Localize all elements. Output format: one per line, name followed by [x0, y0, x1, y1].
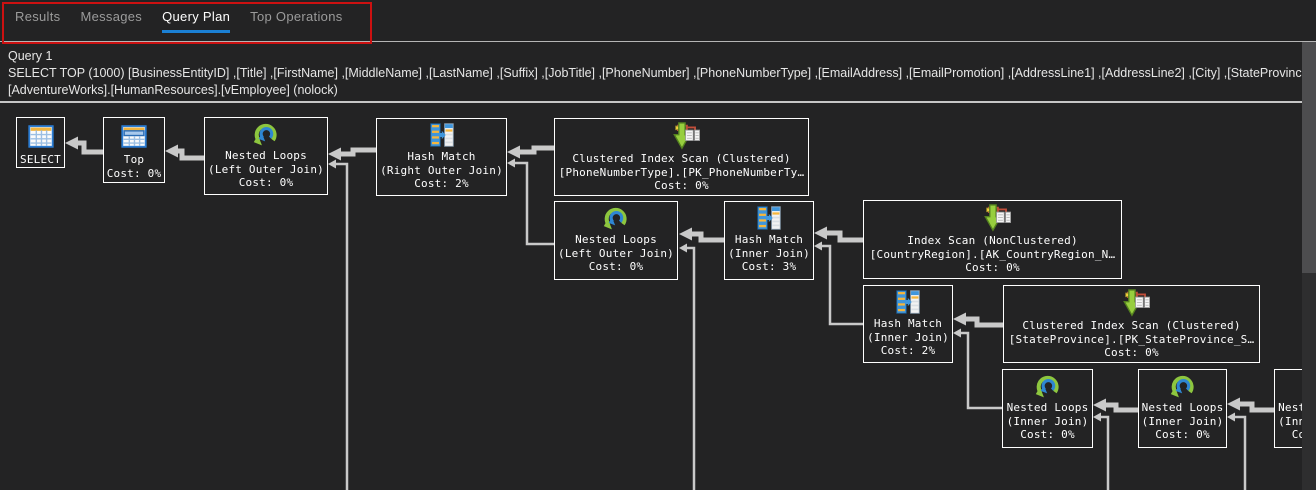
plan-node-hash-match-2[interactable]: Hash Match(Inner Join)Cost: 3%: [724, 201, 814, 280]
hash-match-icon: [894, 289, 922, 315]
plan-node-label: [PhoneNumberType].[PK_PhoneNumberTy…: [558, 165, 805, 179]
tab-messages[interactable]: Messages: [80, 9, 143, 24]
plan-node-label: (Inner Join): [1006, 414, 1089, 428]
nested-loops-icon: [1035, 373, 1061, 399]
plan-node-label: [CountryRegion].[AK_CountryRegion_N…: [869, 247, 1116, 261]
plan-node-label: Cost: 2%: [880, 344, 936, 357]
nested-loops-icon: [1170, 373, 1196, 399]
plan-node-label: Hash Match: [873, 317, 943, 330]
plan-node-label: Cost: 0%: [965, 261, 1020, 274]
plan-node-label: Cost: 0%: [1104, 346, 1159, 359]
plan-node-label: (Inner Join): [1141, 414, 1224, 428]
plan-node-label: (Left Outer Join): [558, 246, 674, 260]
plan-node-label: Nested Loops: [575, 233, 657, 246]
plan-node-label: Cost: 0%: [1020, 428, 1075, 441]
plan-node-label: (Left Outer Join): [208, 162, 324, 176]
plan-node-label: Index Scan (NonClustered): [907, 234, 1078, 247]
plan-node-label: Cost: 0%: [238, 176, 294, 189]
hash-match-icon: [428, 122, 456, 148]
plan-node-clustered-index-scan-2[interactable]: Clustered Index Scan (Clustered)[StatePr…: [1003, 285, 1260, 363]
plan-node-label: Cost: 3%: [741, 260, 797, 273]
plan-node-label: Cost: 0%: [654, 179, 709, 192]
plan-node-label: (Right Outer Join): [380, 163, 503, 177]
plan-node-hash-match-1[interactable]: Hash Match(Right Outer Join)Cost: 2%: [376, 118, 507, 196]
tab-query-plan[interactable]: Query Plan: [162, 9, 231, 33]
query-header: Query 1 SELECT TOP (1000) [BusinessEntit…: [0, 42, 1302, 103]
tab-results[interactable]: Results: [15, 9, 61, 24]
plan-node-select[interactable]: SELECT: [16, 117, 65, 168]
plan-node-label: Cost: 0%: [106, 166, 162, 180]
plan-node-label: (Inner Join): [867, 330, 949, 344]
plan-node-label: Cost: 0%: [588, 260, 644, 273]
tab-top-operations[interactable]: Top Operations: [250, 9, 343, 24]
plan-node-label: Nested Loops: [1006, 401, 1089, 414]
plan-node-label: Nested Loops: [1141, 401, 1224, 414]
plan-node-label: Clustered Index Scan (Clustered): [1022, 319, 1241, 332]
query-sql-line: SELECT TOP (1000) [BusinessEntityID] ,[T…: [8, 66, 1302, 80]
plan-node-nested-loops-1[interactable]: Nested Loops(Left Outer Join)Cost: 0%: [204, 117, 328, 195]
plan-node-nested-loops-4[interactable]: Nested Loops(Inner Join)Cost: 0%: [1138, 369, 1227, 448]
hash-match-icon: [755, 205, 783, 231]
plan-node-nested-loops-2[interactable]: Nested Loops(Left Outer Join)Cost: 0%: [554, 201, 678, 280]
index-scan-icon: [974, 204, 1011, 232]
result-table-icon: [26, 121, 56, 151]
index-scan-icon: [1113, 289, 1150, 317]
plan-node-label: Hash Match: [407, 150, 476, 163]
index-scan-icon: [663, 122, 700, 150]
plan-node-label: (Inner Join): [728, 246, 810, 260]
plan-node-label: Cost: 0%: [1155, 428, 1210, 441]
plan-node-hash-match-3[interactable]: Hash Match(Inner Join)Cost: 2%: [863, 285, 953, 363]
plan-node-label: Cost: 2%: [414, 177, 469, 190]
nested-loops-icon: [253, 121, 279, 147]
plan-node-label: [StateProvince].[PK_StateProvince_S…: [1008, 332, 1255, 346]
results-pane-tab-bar: Results Messages Query Plan Top Operations: [0, 0, 1316, 42]
plan-node-label: Top: [123, 153, 145, 166]
plan-node-label: Hash Match: [734, 233, 804, 246]
scrollbar-thumb[interactable]: [1302, 42, 1316, 273]
plan-node-label: Clustered Index Scan (Clustered): [572, 152, 791, 165]
top-table-icon: [119, 121, 149, 151]
plan-node-index-scan-1[interactable]: Index Scan (NonClustered)[CountryRegion]…: [863, 200, 1122, 279]
nested-loops-icon: [603, 205, 629, 231]
plan-node-nested-loops-3[interactable]: Nested Loops(Inner Join)Cost: 0%: [1002, 369, 1093, 448]
query-title: Query 1: [8, 49, 53, 63]
plan-node-label: SELECT: [20, 153, 61, 166]
vertical-scrollbar[interactable]: [1302, 42, 1316, 490]
plan-node-label: Nested Loops: [225, 149, 307, 162]
plan-node-clustered-index-scan-1[interactable]: Clustered Index Scan (Clustered)[PhoneNu…: [554, 118, 809, 196]
query-from-line: [AdventureWorks].[HumanResources].[vEmpl…: [8, 83, 338, 97]
